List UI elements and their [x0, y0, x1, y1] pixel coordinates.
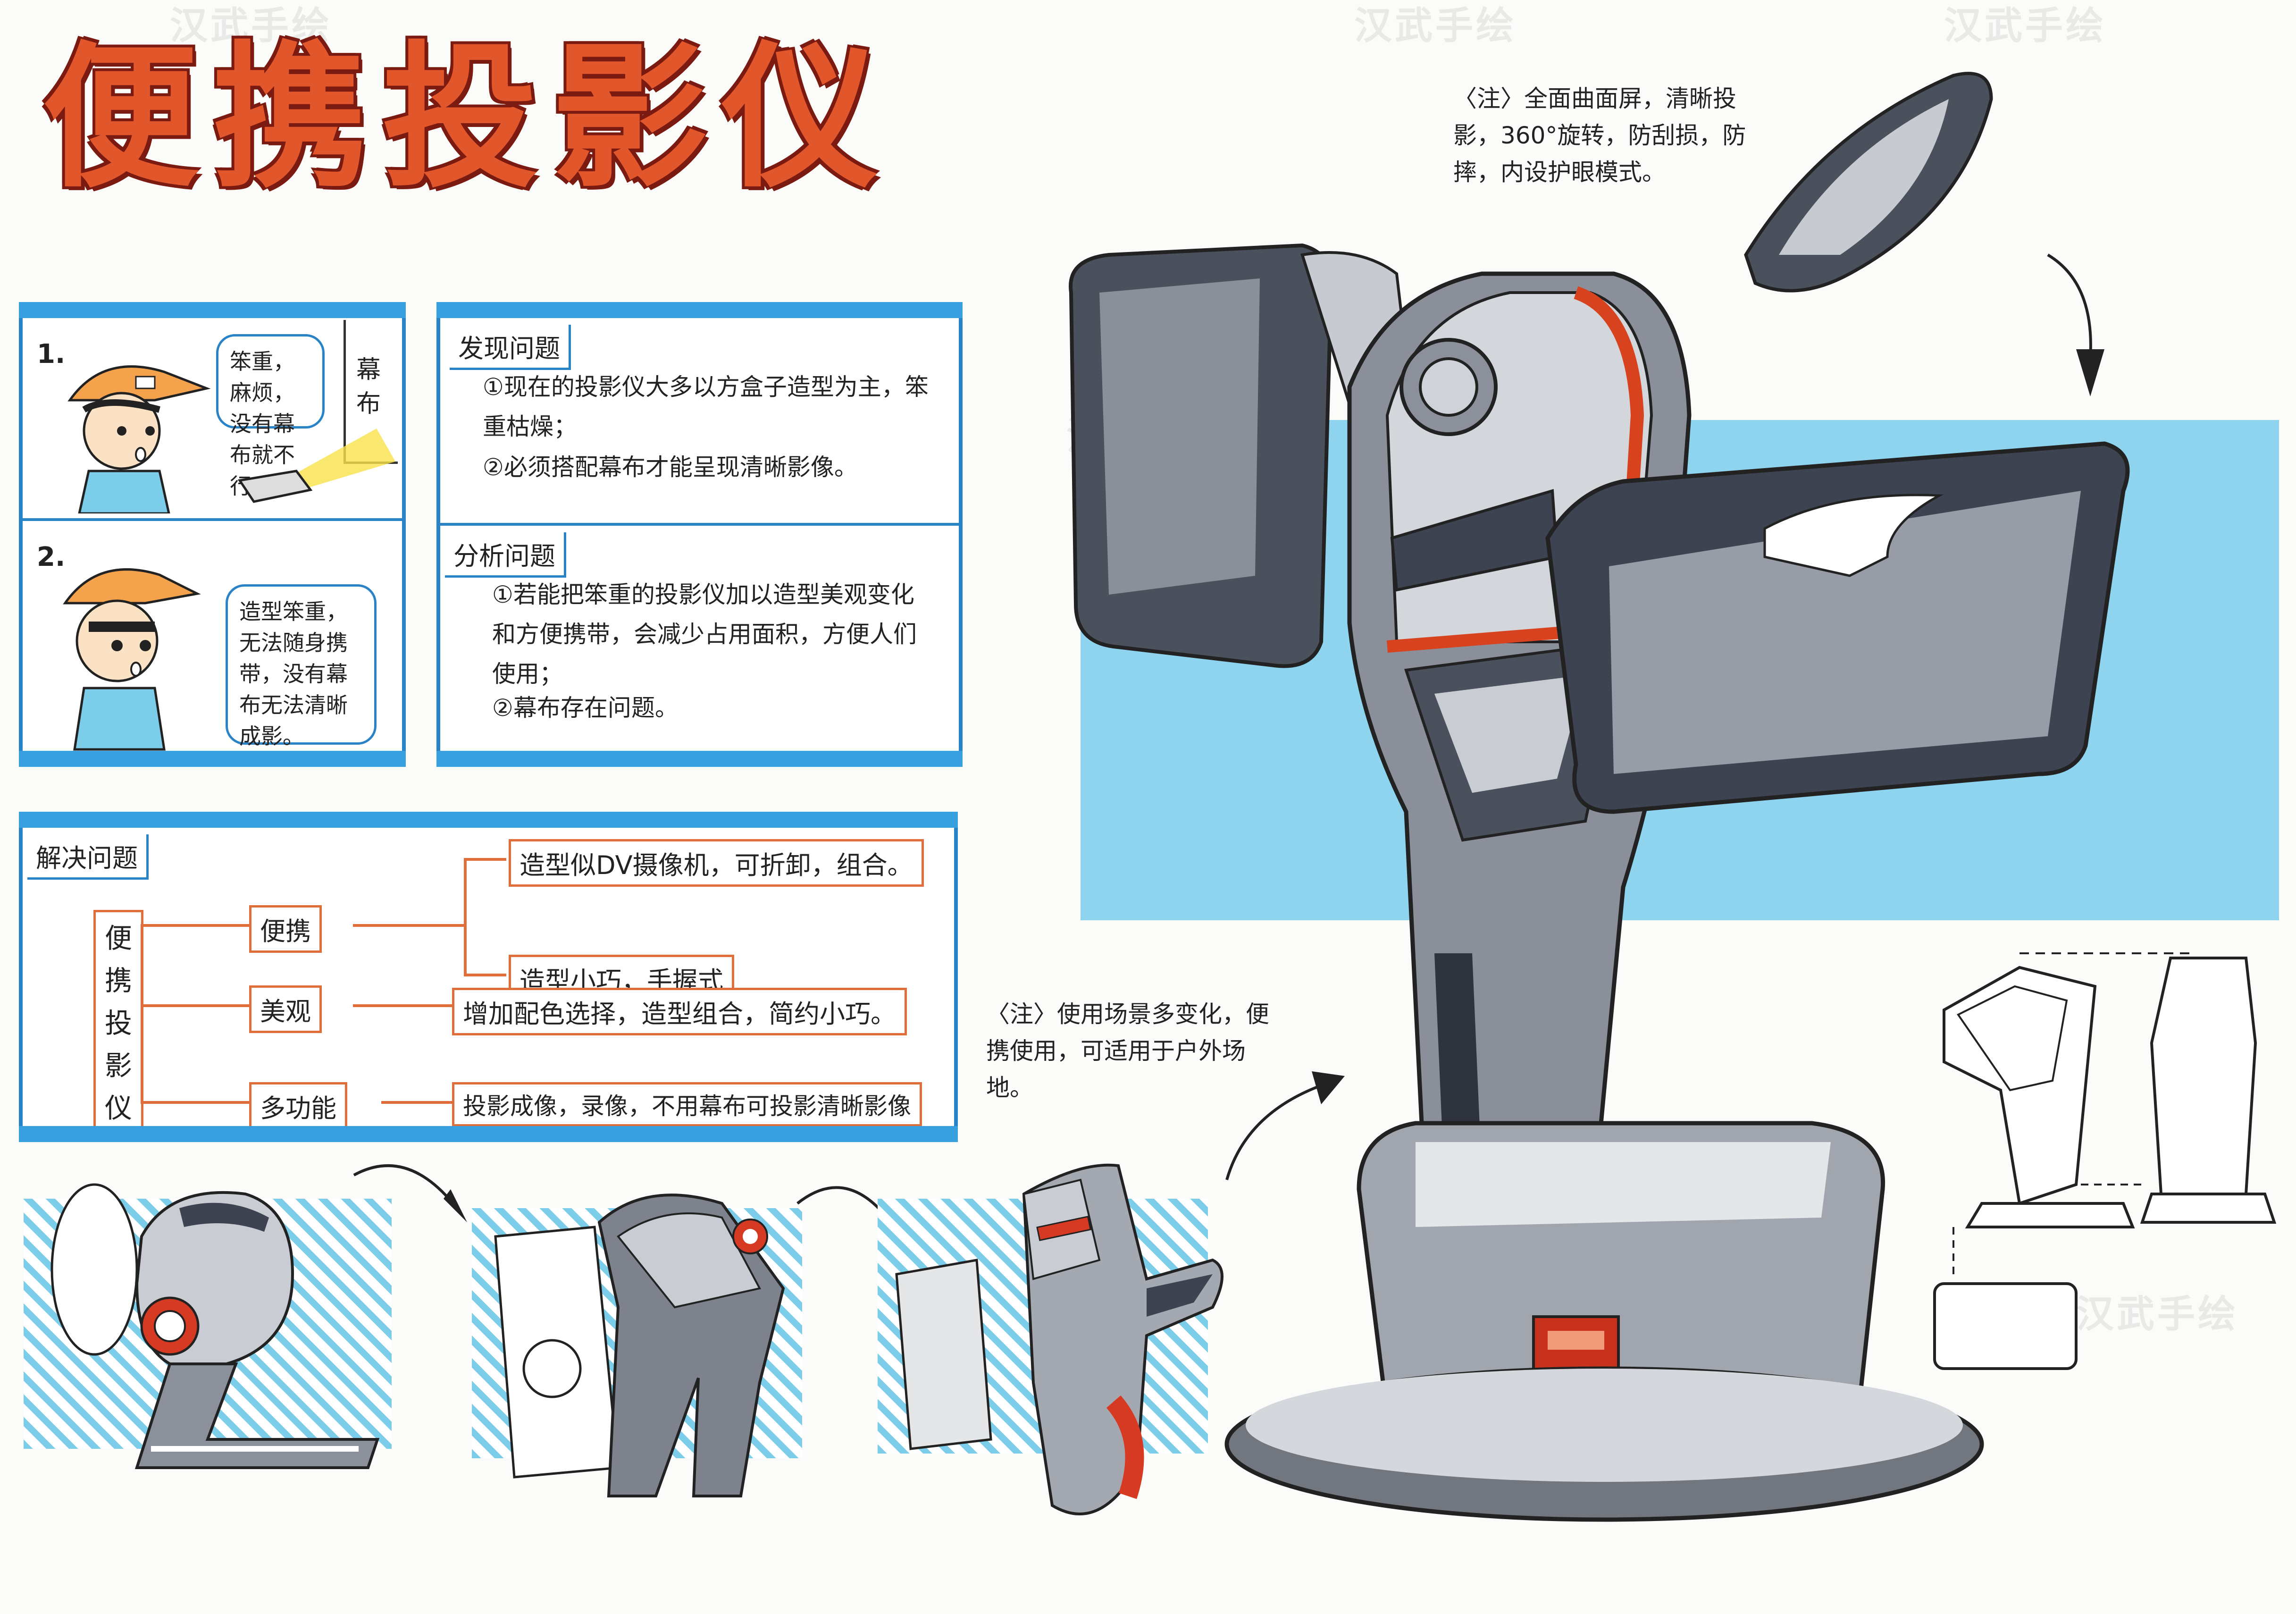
step-1-speech-bubble: 笨重，麻烦，没有幕布就不行了。	[216, 334, 325, 499]
character-2-illustration	[63, 568, 201, 751]
watermark: 汉武手绘	[1944, 4, 2106, 48]
scenario-panel: 1. 2. 笨重，麻烦，没有幕布就不行了。 幕布 造型笨重，无法随身携带，没有幕…	[19, 302, 406, 767]
orthographic-view-sketches	[1933, 952, 2277, 1370]
connector	[464, 974, 506, 976]
concept-sketch-2	[494, 1194, 785, 1497]
branch-multifunction: 多功能	[249, 1082, 347, 1130]
analyze-heading: 分析问题	[445, 532, 566, 578]
step-1-number: 1.	[37, 339, 66, 370]
detail-aesthetic-1: 增加配色选择，造型组合，简约小巧。	[452, 988, 907, 1035]
solve-root-node: 便携投影仪	[93, 910, 143, 1136]
screen-label: 幕布	[344, 320, 398, 464]
detail-portable-1: 造型似DV摄像机，可折卸，组合。	[509, 839, 924, 887]
branch-aesthetic: 美观	[249, 985, 322, 1033]
connector	[353, 924, 466, 927]
watermark: 汉武手绘	[170, 4, 332, 48]
watermark: 汉武手绘	[1354, 4, 1517, 48]
solution-panel: 解决问题 便携投影仪 便携 美观 多功能 造型似DV摄像机，可折卸，组合。 造型…	[19, 812, 958, 1142]
connector	[141, 1101, 249, 1104]
discover-item-2: ②必须搭配幕布才能呈现清晰影像。	[483, 454, 858, 481]
concept-sketch-3	[895, 1163, 1223, 1515]
connector	[353, 1004, 452, 1007]
character-1-illustration	[67, 365, 211, 513]
connector	[141, 924, 143, 1103]
note-top-right: 〈注〉全面曲面屏，清晰投影，360°旋转，防刮损，防摔，内设护眼模式。	[1453, 85, 1746, 186]
solve-heading: 解决问题	[27, 834, 149, 880]
arrow	[1225, 1071, 1345, 1180]
connector	[141, 924, 249, 927]
concept-sketch-1	[50, 1183, 380, 1469]
panel-divider	[23, 518, 402, 521]
discover-heading: 发现问题	[450, 325, 571, 370]
arrow	[353, 1164, 467, 1222]
step-2-speech-bubble: 造型笨重，无法随身携带，没有幕布无法清晰成影。	[226, 584, 377, 749]
page-title: 便携投影仪	[42, 27, 892, 209]
problem-panel: 发现问题 ①现在的投影仪大多以方盒子造型为主，笨重枯燥； ②必须搭配幕布才能呈现…	[436, 302, 963, 767]
analyze-item-1: ①若能把笨重的投影仪加以造型美观变化和方便携带，会减少占用面积，方便人们使用；	[492, 581, 917, 688]
detail-multifunction-1: 投影成像，录像，不用幕布可投影清晰影像	[452, 1082, 922, 1126]
connector	[141, 1004, 249, 1007]
main-product-render	[1069, 243, 2130, 1522]
connector	[464, 858, 506, 861]
step-2-number: 2.	[37, 542, 66, 572]
projector-beam-illustration	[237, 429, 395, 503]
screen-detail-sketch	[1744, 72, 2104, 396]
note-usage: 〈注〉使用场景多变化，便携使用，可适用于户外场地。	[986, 1000, 1269, 1101]
connector	[464, 858, 467, 976]
analyze-item-2: ②幕布存在问题。	[492, 694, 679, 722]
panel-divider	[440, 523, 959, 526]
connector	[381, 1101, 452, 1104]
discover-item-1: ①现在的投影仪大多以方盒子造型为主，笨重枯燥；	[483, 373, 929, 440]
branch-portable: 便携	[249, 905, 322, 953]
watermark: 汉武手绘	[2076, 1292, 2238, 1336]
